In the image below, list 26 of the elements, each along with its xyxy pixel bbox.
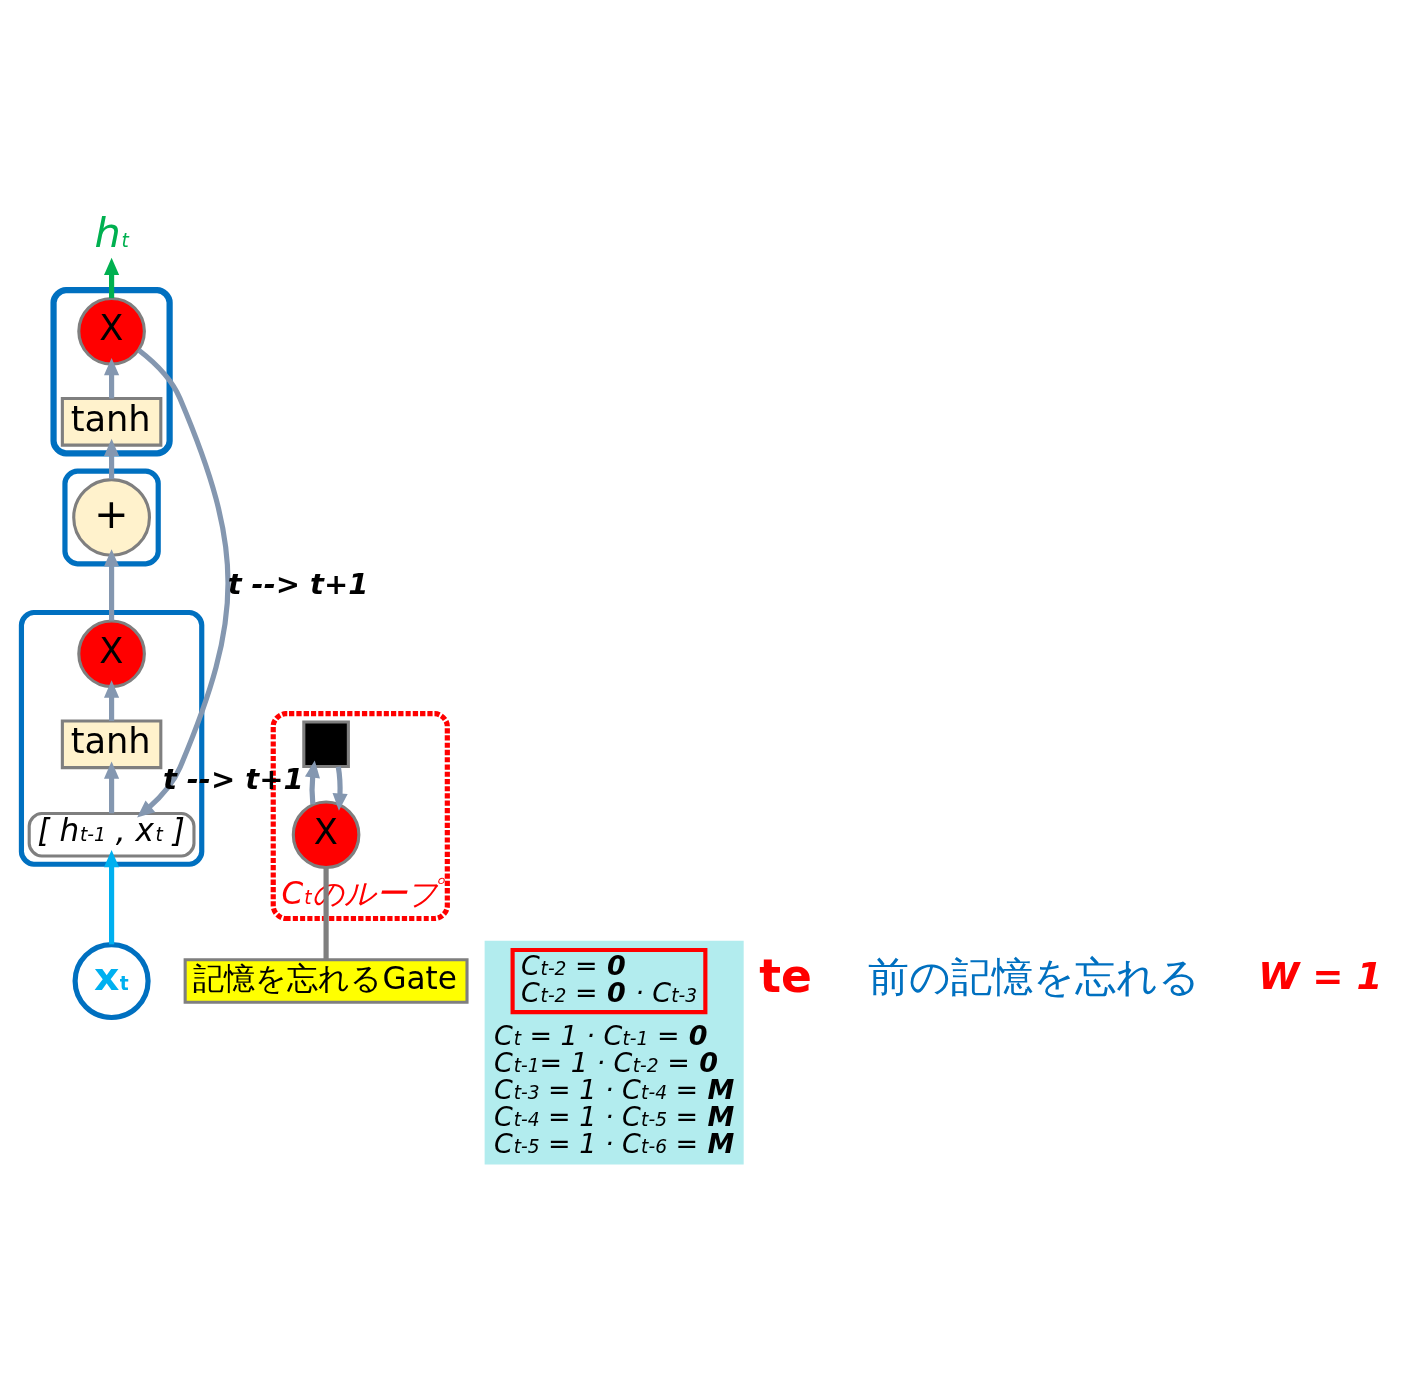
node-circle: X	[291, 800, 360, 870]
arrow	[332, 766, 348, 811]
node-circle: xt	[72, 941, 151, 1021]
arrow	[304, 760, 320, 805]
node-box: [ ht-1 , xt ]	[27, 811, 196, 858]
arrow	[136, 348, 231, 818]
edge-label: t --> t+1	[227, 567, 368, 602]
label: W = 1	[1257, 954, 1382, 999]
arrow	[103, 438, 119, 480]
node-circle: X	[76, 619, 146, 689]
node-circle: +	[71, 478, 151, 557]
node-box	[301, 720, 350, 769]
arrow	[103, 761, 119, 814]
connector	[323, 868, 329, 960]
node-box: Ct-2 = 0 Ct-2 = 0 · Ct-3	[510, 947, 707, 1015]
arrow	[103, 549, 119, 621]
node-circle: X	[76, 297, 146, 366]
node-box: 記憶を忘れるGate	[183, 958, 469, 1004]
node-box: tanh	[60, 396, 162, 447]
arrow	[103, 357, 119, 399]
arrow	[103, 849, 119, 945]
label: 前の記憶を忘れる	[867, 953, 1200, 1002]
arrow	[103, 257, 119, 299]
label: te	[758, 949, 812, 1003]
arrow	[103, 680, 119, 721]
node-box: tanh	[60, 719, 162, 770]
